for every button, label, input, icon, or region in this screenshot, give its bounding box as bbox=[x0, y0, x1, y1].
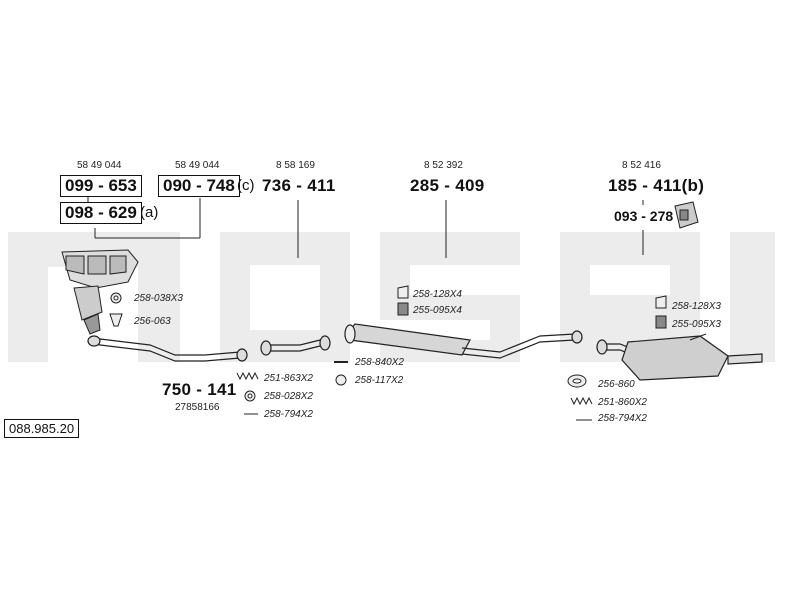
oe-number: 27858166 bbox=[175, 402, 220, 413]
rear-silencer bbox=[596, 333, 763, 381]
accessory-label[interactable]: 258-038X3 bbox=[134, 293, 183, 304]
oe-number: 58 49 044 bbox=[175, 160, 220, 171]
part-number-box[interactable]: 098 - 629 bbox=[60, 202, 142, 224]
accessory-label[interactable]: 256-063 bbox=[134, 316, 171, 327]
accessory-label[interactable]: 255-095X4 bbox=[413, 305, 462, 316]
oe-number: 8 58 169 bbox=[276, 160, 315, 171]
bracket-icon bbox=[655, 295, 667, 309]
bracket-icon bbox=[397, 285, 409, 299]
spring-icon bbox=[570, 396, 593, 406]
accessory-label[interactable]: 258-128X4 bbox=[413, 289, 462, 300]
oe-number: 8 52 416 bbox=[622, 160, 661, 171]
part-number-box[interactable]: 099 - 653 bbox=[60, 175, 142, 197]
accessory-label[interactable]: 251-863X2 bbox=[264, 373, 313, 384]
part-suffix: (c) bbox=[237, 177, 255, 194]
accessory-label[interactable]: 258-840X2 bbox=[355, 357, 404, 368]
rubber-mount-icon bbox=[655, 315, 667, 329]
accessory-label[interactable]: 258-028X2 bbox=[264, 391, 313, 402]
middle-silencer bbox=[344, 323, 583, 359]
gasket-icon bbox=[113, 295, 119, 301]
ring-icon bbox=[335, 374, 347, 386]
accessory-label[interactable]: 258-794X2 bbox=[598, 413, 647, 424]
reference-number: 088.985.20 bbox=[4, 419, 80, 438]
gasket-icon bbox=[572, 378, 582, 384]
oe-number: 58 49 044 bbox=[77, 160, 122, 171]
part-number[interactable]: 750 - 141 bbox=[162, 380, 237, 399]
part-number[interactable]: 093 - 278 bbox=[614, 208, 674, 224]
bracket-093-278 bbox=[674, 201, 699, 229]
manifold-catalyst bbox=[61, 249, 139, 335]
rubber-mount-icon bbox=[397, 302, 409, 316]
front-pipe bbox=[87, 335, 248, 362]
gasket-icon bbox=[109, 313, 123, 327]
accessory-label[interactable]: 256-860 bbox=[598, 379, 635, 390]
part-number[interactable]: 285 - 409 bbox=[410, 176, 485, 195]
accessory-label[interactable]: 258-794X2 bbox=[264, 409, 313, 420]
accessory-label[interactable]: 258-128X3 bbox=[672, 301, 721, 312]
part-number[interactable]: 185 - 411(b) bbox=[608, 176, 705, 195]
intermediate-pipe bbox=[260, 335, 331, 356]
part-number[interactable]: 736 - 411 bbox=[262, 176, 336, 195]
part-number-box[interactable]: 090 - 748 bbox=[158, 175, 240, 197]
accessory-label[interactable]: 251-860X2 bbox=[598, 397, 647, 408]
part-suffix: (a) bbox=[140, 204, 159, 221]
oe-number: 8 52 392 bbox=[424, 160, 463, 171]
nut-icon bbox=[247, 393, 253, 399]
spring-icon bbox=[236, 371, 259, 381]
accessory-label[interactable]: 255-095X3 bbox=[672, 319, 721, 330]
accessory-label[interactable]: 258-117X2 bbox=[355, 375, 404, 386]
